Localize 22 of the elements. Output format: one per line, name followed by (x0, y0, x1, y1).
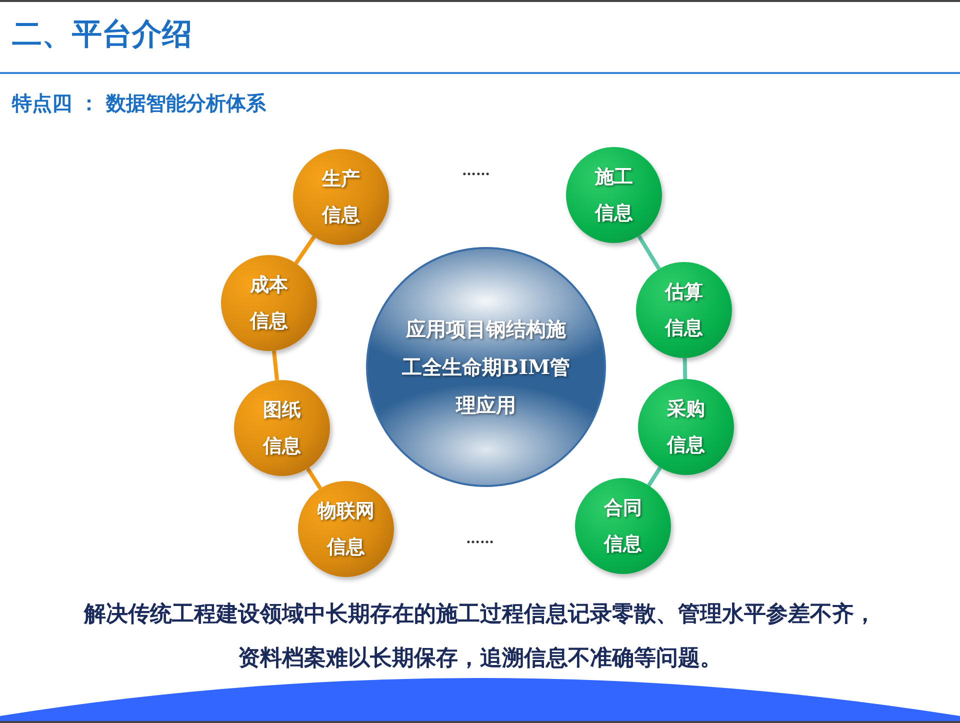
ellipsis-mark: …… (466, 531, 494, 547)
subtitle: 特点四 ： 数据智能分析体系 (12, 90, 266, 117)
connector-line (682, 358, 688, 380)
connector-line (272, 350, 280, 380)
circle-label: 施工信息 (594, 165, 634, 226)
info-circle (575, 478, 671, 574)
connector-line (294, 236, 316, 264)
circle-label: 采购信息 (666, 397, 706, 458)
circle-label: 生产信息 (321, 167, 361, 228)
connector-line (647, 466, 662, 487)
summary-text: 解决传统工程建设领域中长期存在的施工过程信息记录零散、管理水平参差不齐，资料档案难以长期保存，追溯信息不准确等问题。 (83, 600, 877, 673)
circle-label: 估算信息 (664, 280, 704, 341)
circle-label: 应用项目钢结构施工全生命期BIM管理应用 (400, 316, 572, 419)
circle-label: 成本信息 (249, 273, 289, 334)
circle-label: 图纸信息 (262, 398, 302, 459)
connector-line (306, 467, 322, 490)
circle-label: 物联网信息 (316, 499, 376, 560)
page-title: 二、平台介绍 (12, 16, 192, 54)
info-circle (298, 481, 394, 577)
connector-line (637, 234, 661, 270)
ellipsis-mark: …… (462, 163, 490, 179)
circle-label: 合同信息 (603, 496, 643, 557)
